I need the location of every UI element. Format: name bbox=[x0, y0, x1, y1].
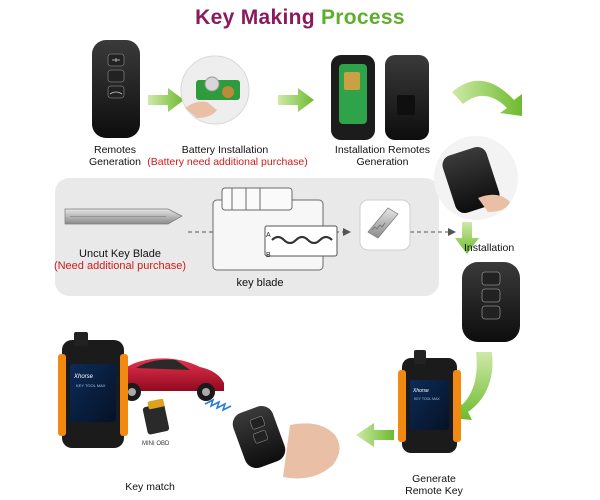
arrow-right-icon bbox=[278, 88, 314, 112]
curved-arrow-icon bbox=[452, 80, 522, 116]
wireless-signal-icon bbox=[204, 398, 232, 412]
caption-installation: Installation bbox=[464, 242, 515, 254]
key-cutting-machine-icon bbox=[212, 187, 338, 271]
caption-key-match: Key match bbox=[125, 481, 175, 493]
red-car-icon bbox=[112, 358, 224, 401]
caption-generate-remote-key: Generate Remote Key bbox=[405, 473, 463, 497]
key-tool-device-left bbox=[58, 332, 128, 448]
mini-obd-adapter-icon bbox=[142, 398, 170, 435]
flow-arrowhead-icon bbox=[343, 228, 351, 236]
device-brand-left: Xhorse bbox=[73, 374, 94, 380]
caption-blade-note: (Need additional purchase) bbox=[53, 260, 187, 272]
title-part-2: Process bbox=[321, 6, 405, 29]
remote-key-icon bbox=[92, 40, 140, 138]
caption-battery-installation: Battery Installation bbox=[181, 144, 269, 156]
mini-obd-label: MINI OBD bbox=[142, 441, 170, 447]
uncut-key-blade-icon bbox=[64, 208, 183, 225]
cut-key-blade-icon bbox=[359, 199, 411, 251]
caption-uncut-key-blade: Uncut Key Blade bbox=[79, 248, 161, 260]
device-model-right: KEY TOOL MAX bbox=[414, 397, 440, 401]
arrow-right-icon bbox=[148, 88, 184, 112]
machine-label-a: A bbox=[266, 232, 271, 239]
device-brand-right: Xhorse bbox=[412, 388, 429, 394]
caption-installation-remotes-generation: Installation Remotes Generation bbox=[334, 144, 431, 168]
arrow-left-icon bbox=[356, 423, 394, 447]
key-tool-device-right bbox=[398, 350, 461, 453]
caption-battery-note: (Battery need additional purchase) bbox=[147, 156, 308, 168]
hand-held-remote-icon bbox=[232, 405, 340, 479]
page-title: Key Making Process bbox=[0, 6, 600, 30]
key-installation-icon bbox=[434, 136, 518, 220]
arrow-down-icon bbox=[455, 222, 479, 254]
caption-key-blade: key blade bbox=[236, 277, 284, 289]
title-part-1: Key Making bbox=[195, 6, 315, 29]
device-model-left: KEY TOOL MAX bbox=[76, 383, 106, 388]
battery-installation-icon bbox=[180, 55, 250, 125]
opened-remote-shell-icon bbox=[331, 55, 429, 140]
machine-label-b: B bbox=[266, 252, 271, 259]
flow-arrowhead-icon bbox=[448, 228, 456, 236]
finished-remote-key-icon bbox=[462, 262, 520, 342]
caption-remotes-generation: Remotes Generation bbox=[89, 144, 141, 168]
